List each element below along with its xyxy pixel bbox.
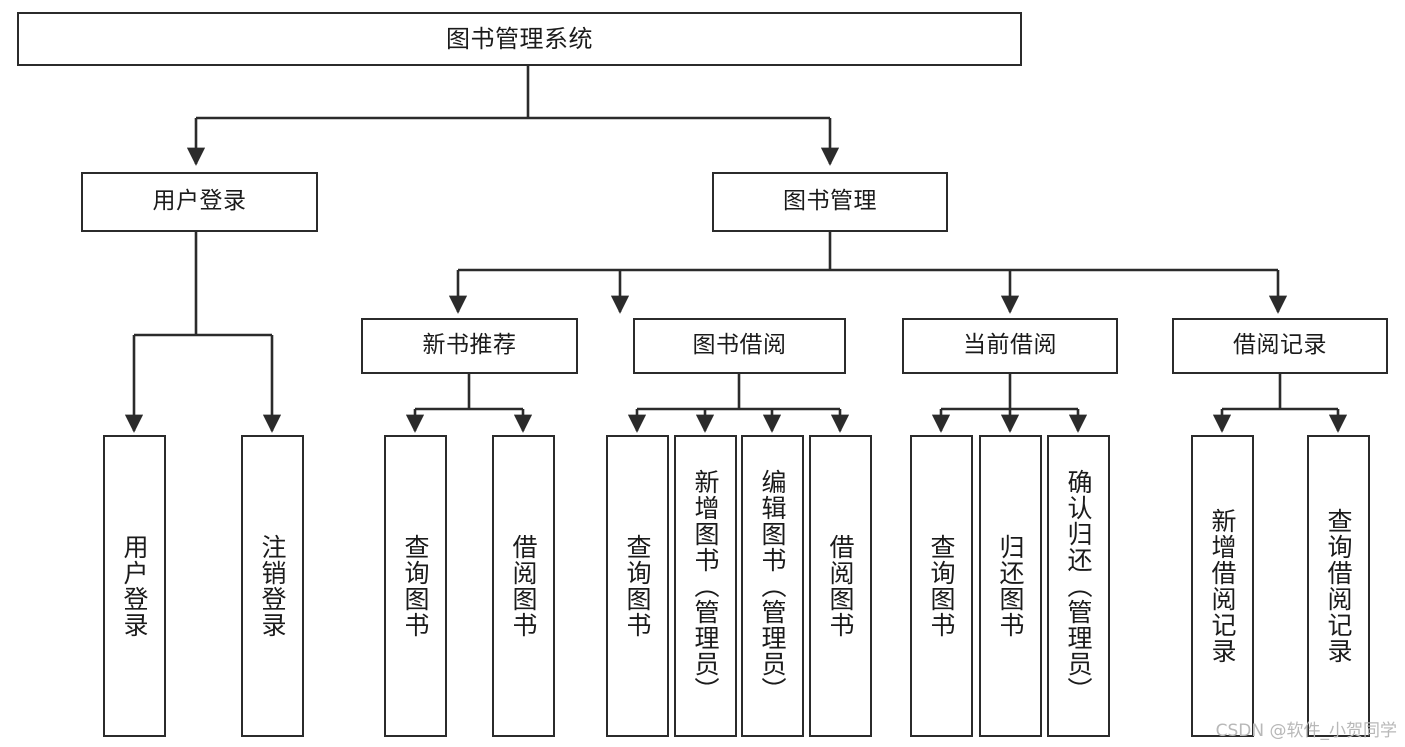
node-label: 借阅图书 [509,534,538,638]
leaf-query-book-1[interactable]: 查询图书 [384,435,447,737]
leaf-logout-login[interactable]: 注销登录 [241,435,304,737]
node-label: 查询图书 [927,534,956,638]
leaf-return-book[interactable]: 归还图书 [979,435,1042,737]
node-label: 归还图书 [996,534,1025,638]
leaf-borrow-book-2[interactable]: 借阅图书 [809,435,872,737]
node-label: 当前借阅 [963,332,1057,359]
node-label: 编辑图书（管理员） [758,469,787,703]
node-label: 用户登录 [152,188,247,215]
node-label: 用户登录 [120,534,149,638]
leaf-add-borrow-record[interactable]: 新增借阅记录 [1191,435,1254,737]
node-label: 注销登录 [258,534,287,638]
leaf-query-borrow-record[interactable]: 查询借阅记录 [1307,435,1370,737]
leaf-borrow-book-1[interactable]: 借阅图书 [492,435,555,737]
node-label: 借阅记录 [1233,332,1327,359]
node-label: 图书借阅 [692,332,787,359]
leaf-add-book[interactable]: 新增图书（管理员） [674,435,737,737]
leaf-query-book-2[interactable]: 查询图书 [606,435,669,737]
node-current-borrow[interactable]: 当前借阅 [902,318,1118,374]
leaf-edit-book[interactable]: 编辑图书（管理员） [741,435,804,737]
node-book-management[interactable]: 图书管理 [712,172,948,232]
node-label: 查询图书 [401,534,430,638]
node-label: 借阅图书 [826,534,855,638]
node-book-borrow[interactable]: 图书借阅 [633,318,846,374]
node-root-system[interactable]: 图书管理系统 [17,12,1022,66]
node-label: 确认归还（管理员） [1064,469,1093,703]
node-borrow-record[interactable]: 借阅记录 [1172,318,1388,374]
watermark-text: CSDN @软件_小贺同学 [1215,721,1397,741]
node-user-login[interactable]: 用户登录 [81,172,318,232]
node-label: 新书推荐 [422,332,517,359]
leaf-confirm-return[interactable]: 确认归还（管理员） [1047,435,1110,737]
node-label: 图书管理系统 [446,24,593,53]
node-label: 查询借阅记录 [1324,508,1353,664]
node-label: 新增图书（管理员） [691,469,720,703]
node-new-book-recommend[interactable]: 新书推荐 [361,318,578,374]
leaf-query-book-3[interactable]: 查询图书 [910,435,973,737]
node-label: 图书管理 [783,188,877,215]
leaf-user-login[interactable]: 用户登录 [103,435,166,737]
node-label: 新增借阅记录 [1208,508,1237,664]
node-label: 查询图书 [623,534,652,638]
